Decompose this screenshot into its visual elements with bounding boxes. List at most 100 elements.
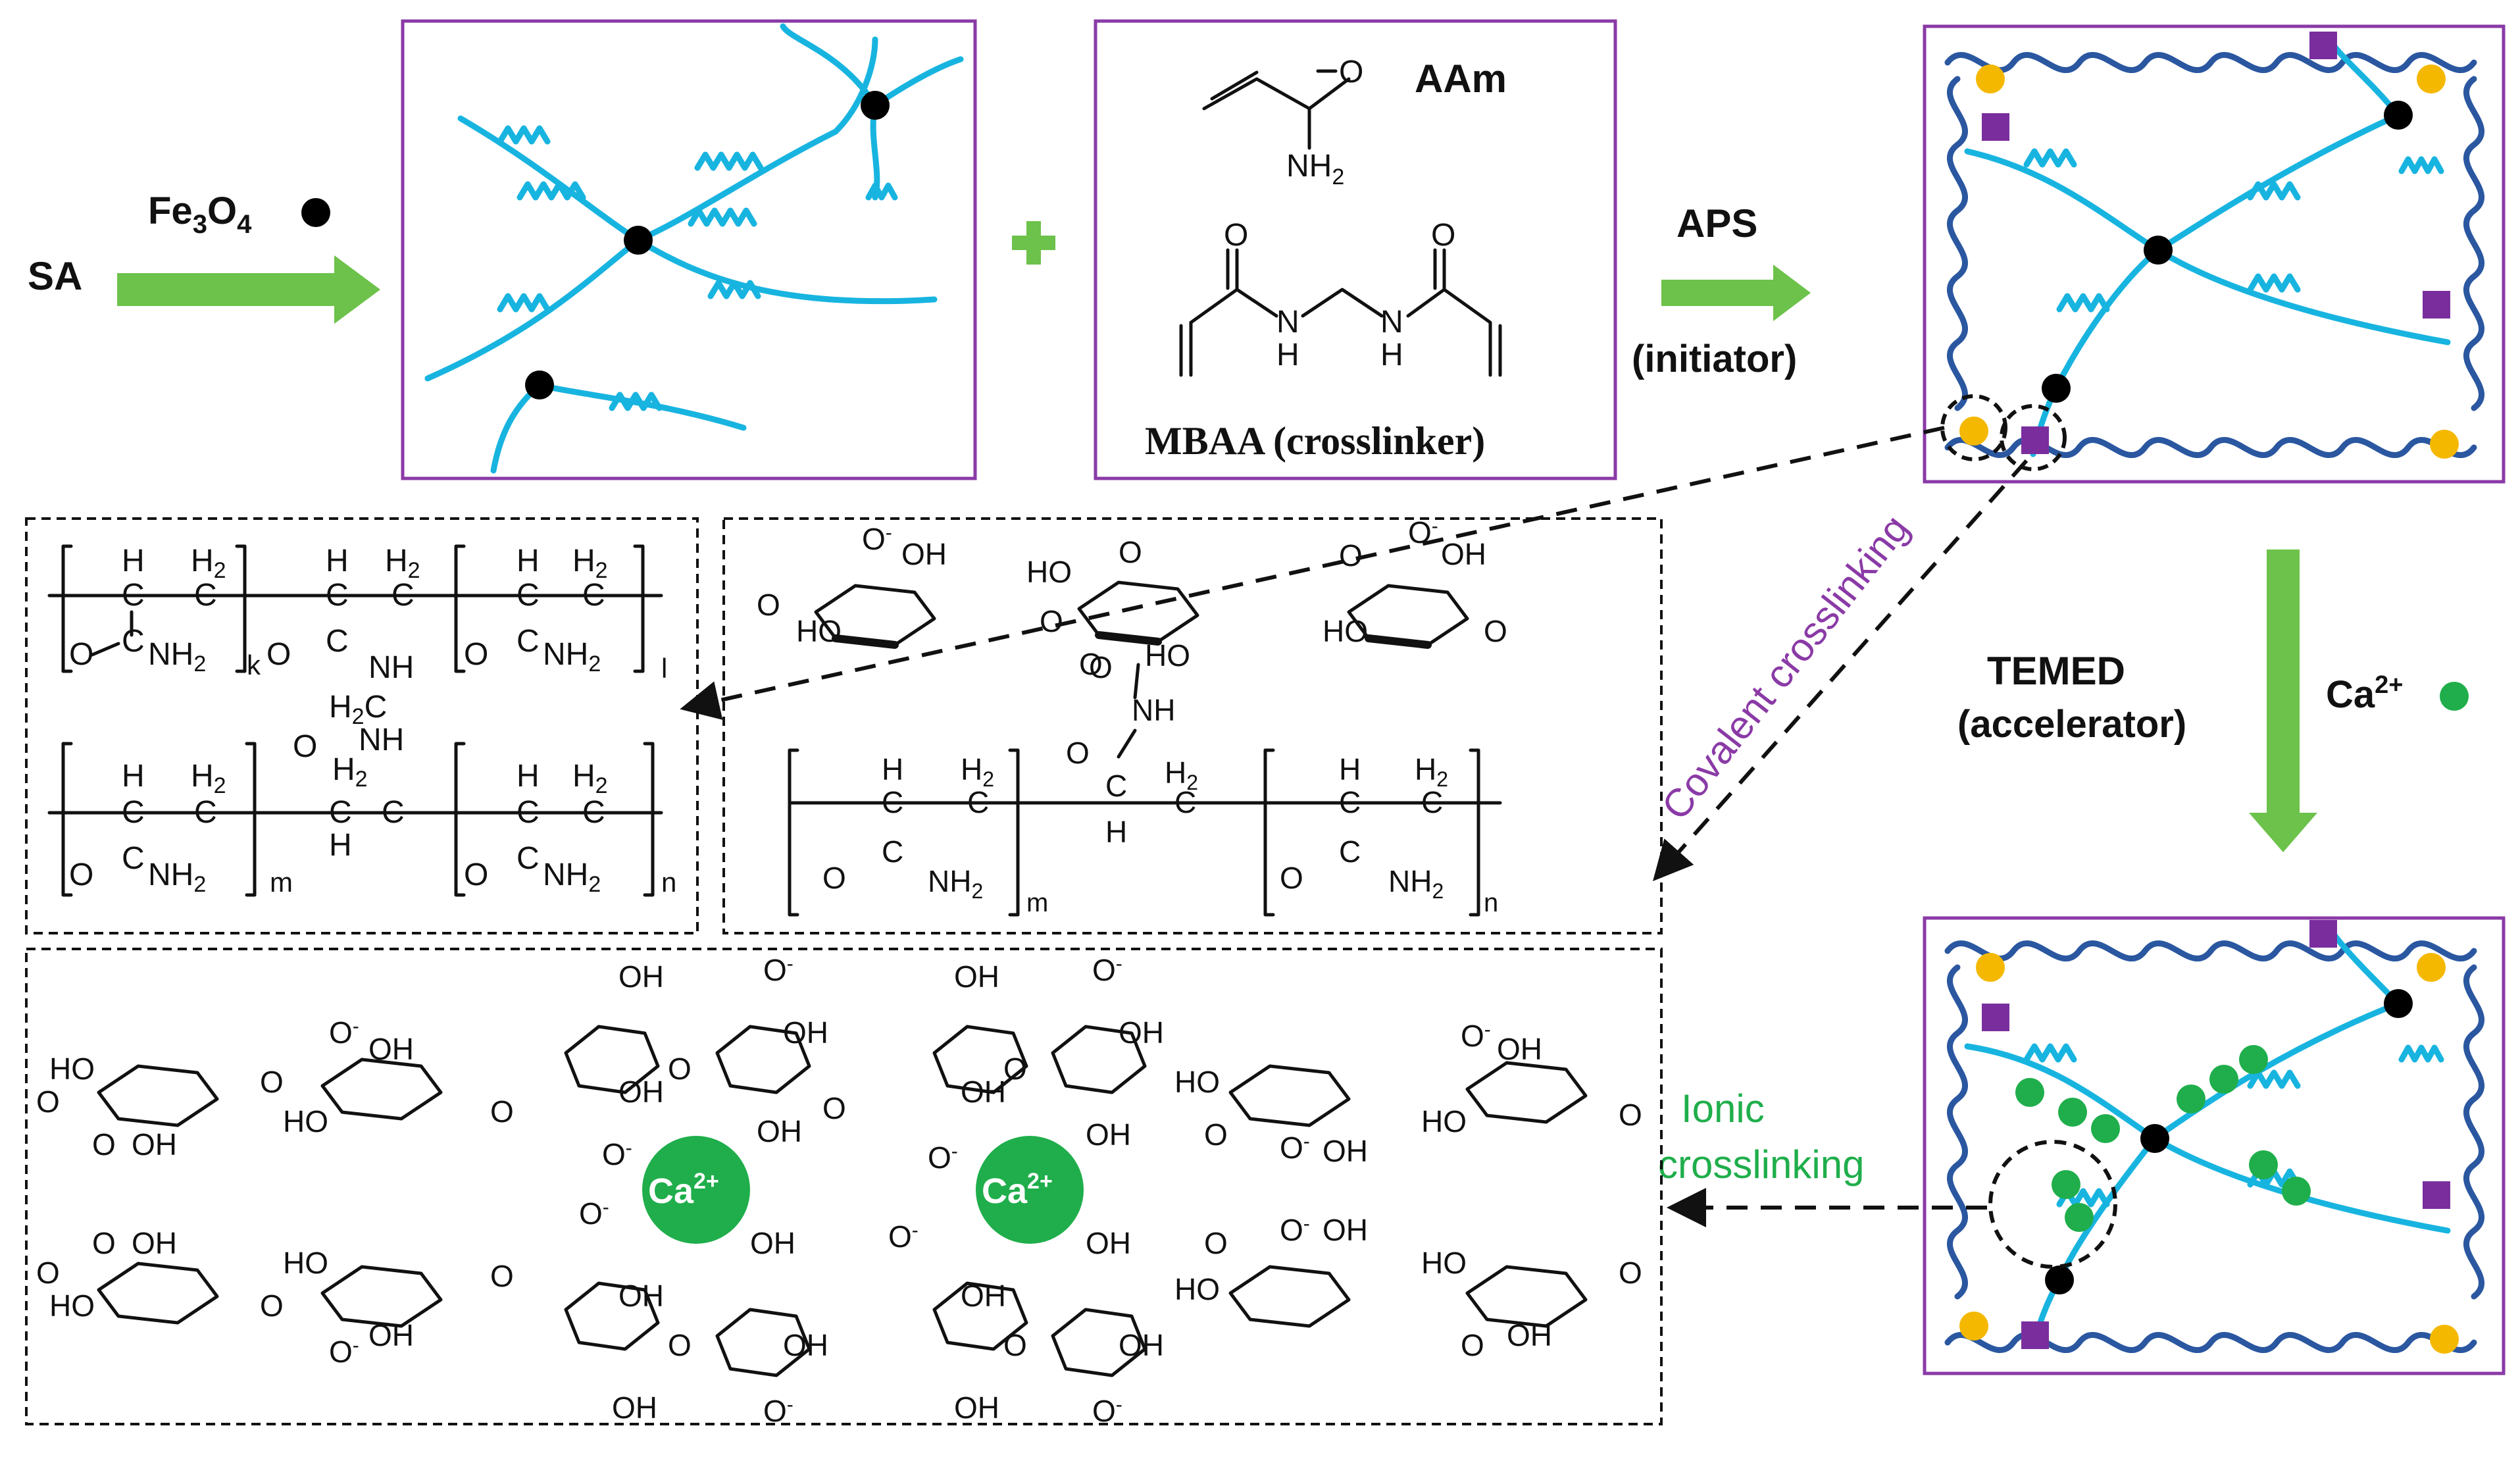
svg-text:OH: OH xyxy=(132,1226,177,1260)
svg-text:N: N xyxy=(1276,305,1299,340)
svg-text:C: C xyxy=(882,785,903,819)
svg-text:C: C xyxy=(122,624,145,659)
svg-text:O: O xyxy=(36,1085,60,1119)
svg-text:H: H xyxy=(1339,752,1361,786)
svg-text:H2: H2 xyxy=(191,759,226,798)
svg-text:NH: NH xyxy=(368,650,414,685)
svg-text:n: n xyxy=(661,867,676,898)
svg-text:O-: O- xyxy=(329,1015,359,1050)
svg-text:C: C xyxy=(122,795,145,830)
mbaa-label: MBAA (crosslinker) xyxy=(1145,419,1485,463)
svg-text:NH2: NH2 xyxy=(148,857,206,897)
paam-mbaa-structure: H H2 C C C O NH2 k H H2 C C C O NH H2C H… xyxy=(47,544,676,898)
svg-text:C: C xyxy=(582,578,605,613)
svg-text:O: O xyxy=(36,1256,60,1290)
svg-text:n: n xyxy=(1484,888,1498,917)
svg-text:O: O xyxy=(1339,538,1363,573)
svg-text:C: C xyxy=(391,578,415,613)
svg-text:OH: OH xyxy=(954,1391,999,1425)
svg-text:OH: OH xyxy=(1086,1117,1131,1152)
svg-text:C: C xyxy=(882,834,903,869)
svg-text:HO: HO xyxy=(283,1246,328,1280)
svg-text:O: O xyxy=(1339,55,1363,89)
svg-text:OH: OH xyxy=(961,1075,1006,1109)
svg-text:HO: HO xyxy=(1421,1104,1467,1138)
svg-text:O: O xyxy=(69,637,93,672)
svg-text:O-: O- xyxy=(602,1137,632,1171)
svg-text:Ca2+: Ca2+ xyxy=(648,1169,719,1211)
svg-text:H2: H2 xyxy=(1415,752,1448,791)
covalent-crosslinking-label: Covalent crosslinking xyxy=(1653,507,1917,828)
svg-text:H2: H2 xyxy=(572,544,608,583)
aps-label: APS xyxy=(1676,201,1757,245)
svg-text:NH2: NH2 xyxy=(543,637,601,677)
svg-text:O-: O- xyxy=(763,953,794,987)
svg-text:m: m xyxy=(270,867,293,898)
svg-text:NH2: NH2 xyxy=(1286,149,1344,190)
svg-text:O: O xyxy=(1003,1328,1027,1362)
double-network-box xyxy=(1923,24,2506,484)
svg-text:NH2: NH2 xyxy=(928,864,983,903)
svg-text:O: O xyxy=(293,729,317,764)
svg-text:O-: O- xyxy=(579,1196,609,1231)
svg-text:OH: OH xyxy=(1086,1226,1131,1260)
svg-text:HO: HO xyxy=(1026,555,1072,589)
svg-text:l: l xyxy=(661,653,667,684)
svg-text:O-: O- xyxy=(1280,1213,1310,1247)
svg-text:O: O xyxy=(1204,1226,1228,1260)
green-arrow-right-icon xyxy=(117,255,380,324)
svg-text:O-: O- xyxy=(862,522,892,556)
svg-text:C: C xyxy=(517,795,540,830)
svg-text:C: C xyxy=(329,795,352,830)
svg-text:H: H xyxy=(1276,338,1299,372)
svg-text:O: O xyxy=(757,588,780,622)
svg-text:H: H xyxy=(329,828,352,863)
green-arrow-right-icon xyxy=(1661,265,1811,321)
svg-text:O: O xyxy=(92,1226,116,1260)
svg-text:C: C xyxy=(582,795,605,830)
svg-text:O: O xyxy=(260,1065,284,1099)
svg-text:m: m xyxy=(1026,888,1048,917)
svg-text:C: C xyxy=(1174,785,1196,819)
svg-text:OH: OH xyxy=(1323,1213,1368,1247)
ca-alginate-structure-box xyxy=(25,948,1663,1425)
ca-label: Ca2+ xyxy=(2326,671,2403,716)
initiator-label: (initiator) xyxy=(1632,338,1797,380)
svg-text:NH: NH xyxy=(1132,693,1175,727)
svg-text:C: C xyxy=(326,624,349,659)
sa-network-drawing xyxy=(424,23,964,474)
svg-text:O: O xyxy=(1003,1052,1027,1086)
svg-text:O-: O- xyxy=(1092,953,1122,987)
sa-fe3o4-network-box xyxy=(401,19,977,480)
sa-paam-structure-box xyxy=(722,517,1663,934)
svg-text:C: C xyxy=(1339,834,1361,869)
svg-text:OH: OH xyxy=(368,1032,414,1066)
mbaa-structure: O N H N H O xyxy=(1179,218,1502,377)
svg-text:O: O xyxy=(92,1127,116,1162)
svg-text:C: C xyxy=(122,841,145,876)
svg-text:O: O xyxy=(1066,736,1090,770)
svg-text:H: H xyxy=(1105,815,1127,849)
svg-text:O: O xyxy=(1484,614,1507,648)
svg-text:O: O xyxy=(1280,861,1303,895)
svg-text:H: H xyxy=(122,544,145,578)
svg-text:O-: O- xyxy=(1461,1019,1491,1053)
svg-text:O: O xyxy=(668,1052,692,1086)
svg-text:C: C xyxy=(967,785,989,819)
svg-text:OH: OH xyxy=(132,1127,177,1162)
svg-text:OH: OH xyxy=(783,1015,828,1050)
svg-text:OH: OH xyxy=(1323,1134,1368,1168)
svg-text:C: C xyxy=(382,795,405,830)
svg-text:O-: O- xyxy=(1092,1394,1122,1428)
svg-text:Ca2+: Ca2+ xyxy=(982,1169,1053,1211)
svg-text:O: O xyxy=(490,1259,514,1293)
svg-text:C: C xyxy=(194,795,217,830)
ionic-label-line1: Ionic xyxy=(1681,1086,1765,1131)
svg-text:C: C xyxy=(194,578,217,613)
svg-text:H: H xyxy=(517,759,540,794)
svg-text:OH: OH xyxy=(612,1391,657,1425)
svg-text:OH: OH xyxy=(1119,1015,1164,1050)
accelerator-label: (accelerator) xyxy=(1957,703,2186,746)
svg-text:NH2: NH2 xyxy=(1388,864,1444,903)
